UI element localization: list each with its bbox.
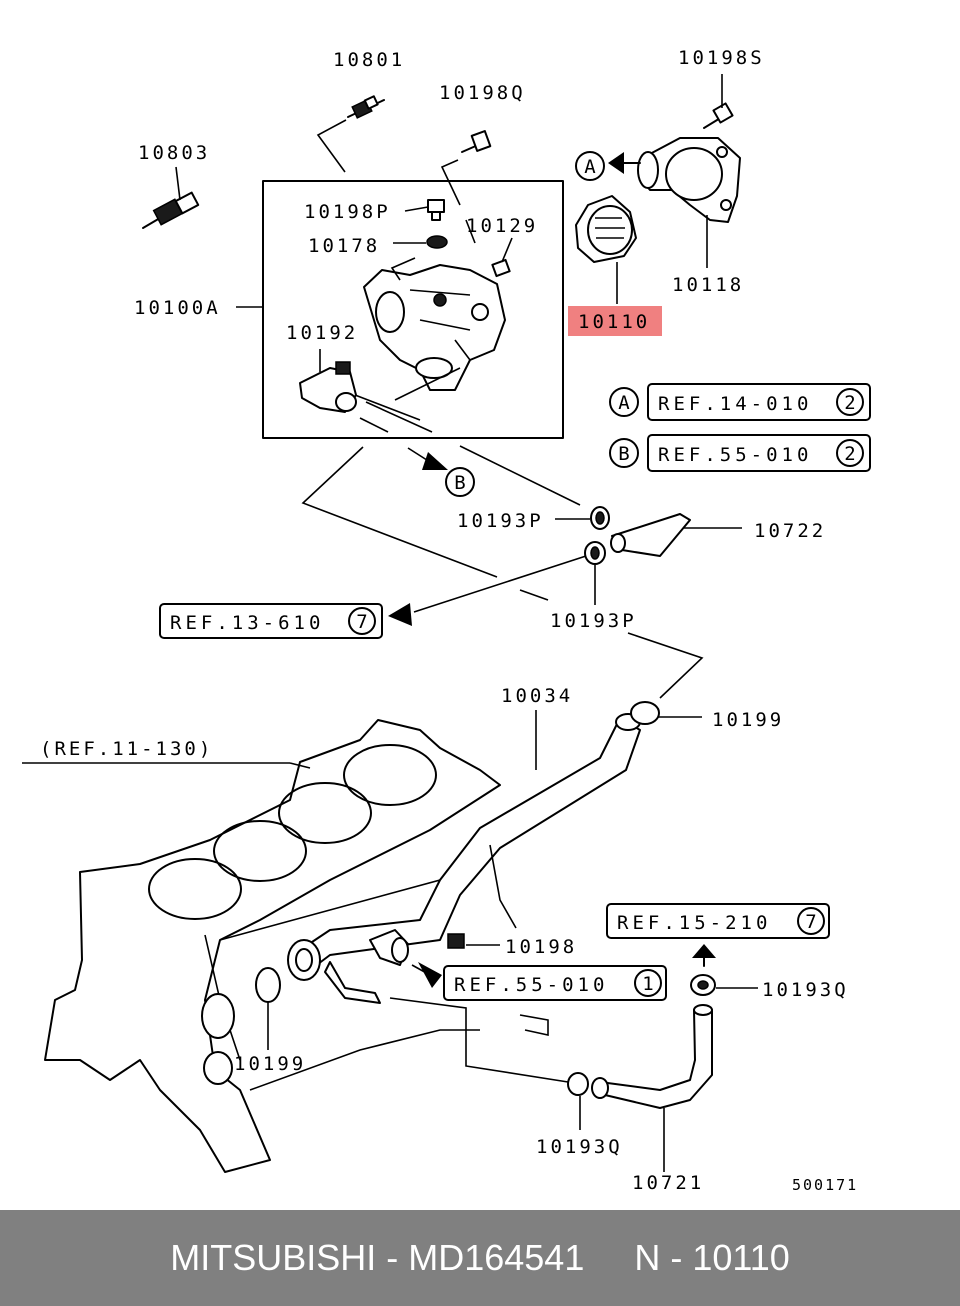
thermostat-10110	[575, 195, 637, 263]
marker-B	[445, 467, 475, 497]
ref-box-13: REF.13-610 7	[159, 603, 383, 639]
clamp-10193Q-upper	[690, 974, 716, 996]
gasket-10199-lower	[255, 967, 281, 1003]
thermostat-housing	[363, 257, 506, 391]
sensor-10803	[142, 191, 200, 229]
bolt-10198	[447, 933, 465, 949]
svg-text:7: 7	[356, 611, 367, 633]
label-10199-upper: 10199	[712, 709, 784, 731]
clamp-10193Q-lower	[567, 1072, 609, 1099]
hose-10722	[610, 513, 691, 557]
svg-text:REF.55-010: REF.55-010	[454, 974, 608, 996]
gasket-10199-upper	[630, 701, 660, 725]
label-10193Q-upper: 10193Q	[762, 979, 849, 1001]
label-10722: 10722	[754, 520, 826, 542]
svg-text:7: 7	[805, 911, 816, 933]
label-10803: 10803	[138, 142, 210, 164]
assembly-frame	[262, 180, 564, 439]
label-10110: 10110	[578, 311, 650, 333]
drawing-number: 500171	[792, 1176, 858, 1194]
bolt-10198Q	[461, 130, 492, 153]
footer-caption: MITSUBISHI - MD164541 N - 10110	[170, 1237, 790, 1278]
label-10801: 10801	[333, 49, 405, 71]
svg-text:REF.55-010: REF.55-010	[658, 444, 812, 466]
svg-text:A: A	[618, 392, 630, 414]
label-10721: 10721	[632, 1172, 704, 1194]
label-10034: 10034	[501, 685, 573, 707]
clamp-10193P-upper	[590, 506, 610, 530]
svg-text:1: 1	[642, 973, 653, 995]
engine-block	[44, 719, 549, 1173]
label-10198P: 10198P	[304, 201, 391, 223]
ref-box-55: REF.55-010 1	[443, 965, 667, 1001]
highlight-box	[568, 306, 662, 336]
hose-10721	[599, 1004, 713, 1109]
svg-text:REF.13-610: REF.13-610	[170, 612, 324, 634]
gasket-10129	[491, 258, 511, 278]
svg-text:REF.15-210: REF.15-210	[617, 912, 771, 934]
bolt-10198S	[703, 102, 734, 129]
svg-text:REF.14-010: REF.14-010	[658, 393, 812, 415]
marker-A-label: A	[584, 156, 596, 178]
fitting-10192	[299, 361, 357, 413]
label-10178: 10178	[308, 235, 380, 257]
footer-bar: MITSUBISHI - MD164541 N - 10110	[0, 1210, 960, 1306]
label-10198S: 10198S	[678, 47, 765, 69]
marker-B-label: B	[454, 472, 465, 494]
ref-box-15: REF.15-210 7	[606, 903, 830, 939]
plug-10178	[426, 235, 448, 249]
label-10198: 10198	[505, 936, 577, 958]
housing-10118	[637, 137, 741, 223]
label-10118: 10118	[672, 274, 744, 296]
label-10100A: 10100A	[134, 297, 221, 319]
label-10193P-lower: 10193P	[550, 610, 637, 632]
marker-A	[575, 151, 605, 181]
ref-box-B: B REF.55-010 2	[609, 434, 871, 472]
bolt-10198P	[427, 199, 445, 213]
sensor-10801	[347, 95, 385, 119]
label-10199-lower: 10199	[234, 1053, 306, 1075]
label-10129: 10129	[466, 215, 538, 237]
svg-text:B: B	[618, 443, 629, 465]
svg-text:2: 2	[844, 392, 855, 414]
label-10198Q: 10198Q	[439, 82, 526, 104]
label-ref-11-130: (REF.11-130)	[40, 738, 213, 760]
label-10193Q-lower: 10193Q	[536, 1136, 623, 1158]
label-10192: 10192	[286, 322, 358, 344]
clamp-10193P-lower	[584, 541, 606, 565]
parts-diagram: A A REF.14-010 2 B REF.55-010 2 B	[22, 47, 871, 1194]
ref-box-A: A REF.14-010 2	[609, 383, 871, 421]
label-10193P-upper: 10193P	[457, 510, 544, 532]
svg-text:2: 2	[844, 443, 855, 465]
